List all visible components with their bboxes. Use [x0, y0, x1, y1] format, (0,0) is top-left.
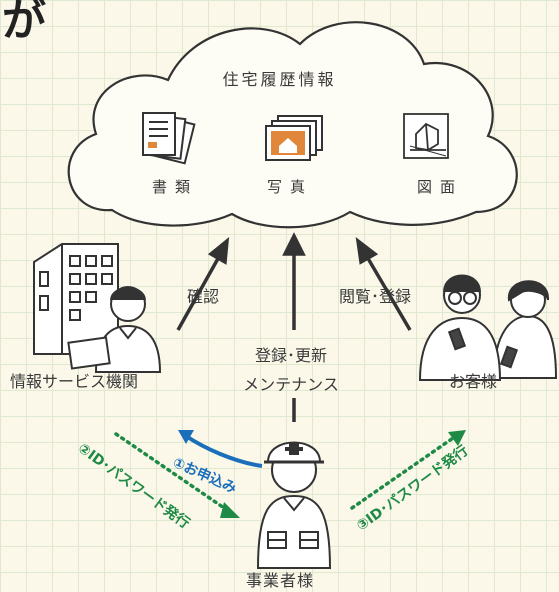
arrow-browse-register	[355, 237, 412, 331]
customer-label: お客様	[449, 372, 498, 391]
operator-person-icon	[67, 286, 162, 373]
headline-fragment: が	[2, 0, 48, 46]
business-label: 事業者様	[246, 571, 315, 590]
drawings-label: 図面	[416, 178, 463, 196]
customer-couple-icon	[418, 274, 558, 381]
info-org-label: 情報サービス機関	[10, 372, 139, 391]
photo-icon	[265, 115, 323, 161]
documents-label: 書類	[151, 178, 198, 196]
browse-register-label: 閲覧･登録	[339, 287, 412, 306]
arrow-issue-right	[350, 430, 466, 510]
maintenance-label: メンテナンス	[243, 375, 339, 394]
document-icon	[142, 112, 196, 165]
photos-label: 写真	[266, 178, 313, 196]
arrow-register-update	[282, 232, 306, 422]
arrow-apply	[178, 430, 263, 468]
arrow-issue-left	[114, 432, 240, 518]
cloud-title: 住宅履歴情報	[222, 70, 337, 89]
worker-person-icon	[256, 441, 332, 569]
confirm-label: 確認	[187, 287, 220, 306]
register-update-block: 登録･更新 メンテナンス	[0, 341, 559, 399]
arrow-confirm	[176, 237, 230, 331]
register-update-label: 登録･更新	[254, 346, 327, 365]
blueprint-icon	[403, 113, 449, 159]
